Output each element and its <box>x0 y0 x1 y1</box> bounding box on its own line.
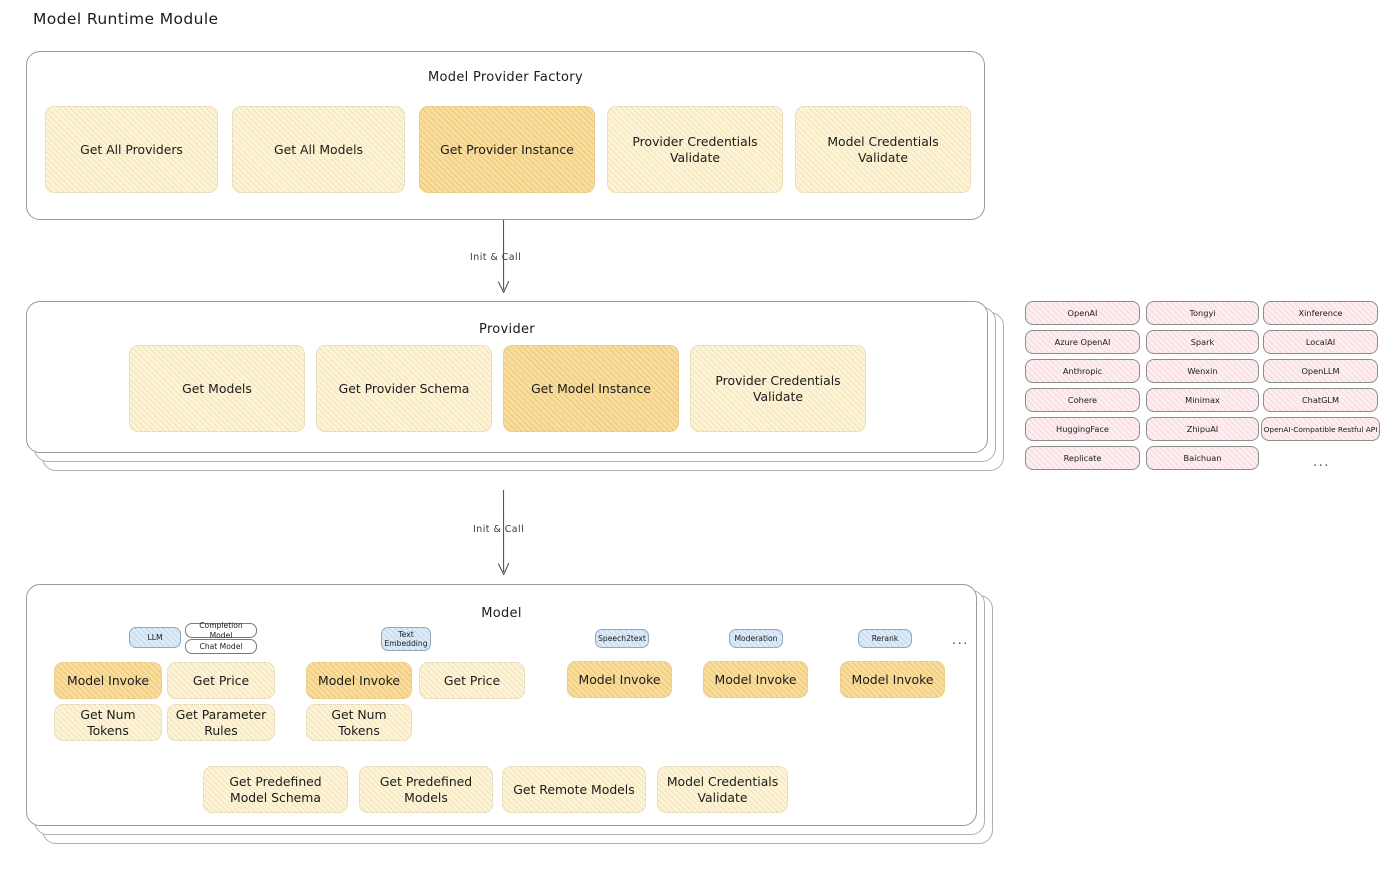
model-llm-node-model-invoke[interactable]: Model Invoke <box>54 662 162 699</box>
model-rerank-node-model-invoke[interactable]: Model Invoke <box>840 661 945 698</box>
model-type-chip-moderation[interactable]: Moderation <box>729 629 783 648</box>
provider-chip-openllm[interactable]: OpenLLM <box>1263 359 1378 383</box>
model-type-chip-rerank[interactable]: Rerank <box>858 629 912 648</box>
factory-node-provider-credentials-validate[interactable]: Provider Credentials Validate <box>607 106 783 193</box>
provider-title: Provider <box>479 322 535 337</box>
factory-node-get-all-models[interactable]: Get All Models <box>232 106 405 193</box>
arrow-provider-to-model <box>497 489 510 576</box>
provider-node-get-model-instance[interactable]: Get Model Instance <box>503 345 679 432</box>
provider-chip-minimax[interactable]: Minimax <box>1146 388 1259 412</box>
provider-chip-openai-compatible-restful-api[interactable]: OpenAI-Compatible Restful API <box>1261 417 1380 441</box>
model-text-embedding-node-get-num-tokens[interactable]: Get Num Tokens <box>306 704 412 741</box>
model-common-node-get-remote-models[interactable]: Get Remote Models <box>502 766 646 813</box>
provider-list-ellipsis: ... <box>1313 455 1330 470</box>
provider-node-get-provider-schema[interactable]: Get Provider Schema <box>316 345 492 432</box>
model-subchip-completion-model[interactable]: Completion Model <box>185 621 257 640</box>
model-common-node-model-credentials-validate[interactable]: Model Credentials Validate <box>657 766 788 813</box>
provider-node-get-models[interactable]: Get Models <box>129 345 305 432</box>
provider-chip-openai[interactable]: OpenAI <box>1025 301 1140 325</box>
model-speech2text-node-model-invoke[interactable]: Model Invoke <box>567 661 672 698</box>
provider-chip-wenxin[interactable]: Wenxin <box>1146 359 1259 383</box>
provider-chip-baichuan[interactable]: Baichuan <box>1146 446 1259 470</box>
arrow-factory-to-provider <box>497 219 510 294</box>
provider-chip-replicate[interactable]: Replicate <box>1025 446 1140 470</box>
provider-chip-tongyi[interactable]: Tongyi <box>1146 301 1259 325</box>
model-subchip-chat-model[interactable]: Chat Model <box>185 639 257 654</box>
arrow-factory-to-provider-label: Init & Call <box>470 252 522 263</box>
arrow-provider-to-model-label: Init & Call <box>473 524 525 535</box>
model-llm-node-get-price[interactable]: Get Price <box>167 662 275 699</box>
factory-node-get-provider-instance[interactable]: Get Provider Instance <box>419 106 595 193</box>
model-type-chip-text-embedding[interactable]: Text Embedding <box>381 627 431 651</box>
model-type-chip-speech2text[interactable]: Speech2text <box>595 629 649 648</box>
provider-chip-huggingface[interactable]: HuggingFace <box>1025 417 1140 441</box>
provider-chip-chatglm[interactable]: ChatGLM <box>1263 388 1378 412</box>
model-type-chip-llm[interactable]: LLM <box>129 627 181 648</box>
model-title: Model <box>481 606 522 621</box>
provider-chip-localai[interactable]: LocalAI <box>1263 330 1378 354</box>
provider-chip-cohere[interactable]: Cohere <box>1025 388 1140 412</box>
factory-node-model-credentials-validate[interactable]: Model Credentials Validate <box>795 106 971 193</box>
model-text-embedding-node-get-price[interactable]: Get Price <box>419 662 525 699</box>
model-text-embedding-node-model-invoke[interactable]: Model Invoke <box>306 662 412 699</box>
model-common-node-get-predefined-model-schema[interactable]: Get Predefined Model Schema <box>203 766 348 813</box>
factory-node-get-all-providers[interactable]: Get All Providers <box>45 106 218 193</box>
provider-chip-spark[interactable]: Spark <box>1146 330 1259 354</box>
provider-chip-zhipuai[interactable]: ZhipuAI <box>1146 417 1259 441</box>
model-common-node-get-predefined-models[interactable]: Get Predefined Models <box>359 766 493 813</box>
provider-chip-xinference[interactable]: Xinference <box>1263 301 1378 325</box>
provider-chip-anthropic[interactable]: Anthropic <box>1025 359 1140 383</box>
model-moderation-node-model-invoke[interactable]: Model Invoke <box>703 661 808 698</box>
provider-node-provider-credentials-validate[interactable]: Provider Credentials Validate <box>690 345 866 432</box>
provider-chip-azure-openai[interactable]: Azure OpenAI <box>1025 330 1140 354</box>
model-llm-node-get-parameter-rules[interactable]: Get Parameter Rules <box>167 704 275 741</box>
model-llm-node-get-num-tokens[interactable]: Get Num Tokens <box>54 704 162 741</box>
model-provider-factory-title: Model Provider Factory <box>428 70 583 85</box>
model-groups-ellipsis: ... <box>952 633 969 648</box>
page-title: Model Runtime Module <box>33 10 219 28</box>
